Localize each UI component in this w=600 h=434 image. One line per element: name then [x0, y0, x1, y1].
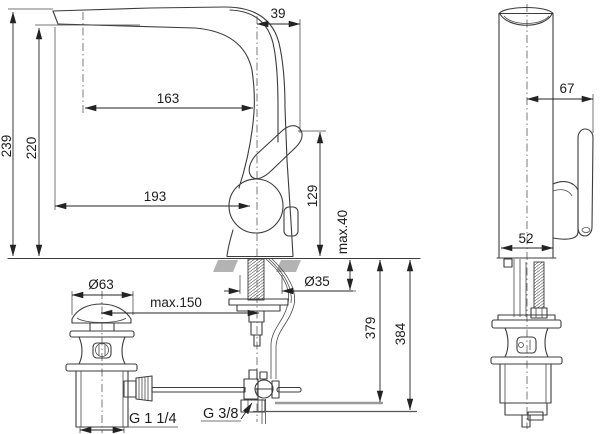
dim-label-o35: Ø35: [304, 274, 330, 289]
dim-label-67: 67: [559, 81, 574, 96]
side-view: [490, 6, 594, 428]
rod-port-knob: [135, 375, 153, 402]
dim-aerator-reach: 163: [84, 91, 254, 112]
supply-hose-2: [271, 258, 296, 379]
dim-mounting-hole: Ø35: [224, 274, 353, 295]
side-waste-upper-flange: [491, 319, 562, 329]
popup-waste-front: [65, 303, 153, 428]
popup-waste-side: [490, 314, 563, 428]
dim-handle-overhang: 39: [256, 6, 301, 28]
waste-body-hole: [95, 343, 109, 357]
side-nut-facets: [535, 308, 543, 318]
dim-total-height: 239: [0, 11, 17, 257]
front-view: [7, 6, 421, 428]
side-shank: [503, 258, 548, 319]
waste-body-slot-bars: [98, 345, 106, 356]
cylinder-edges: [498, 12, 554, 259]
dim-label-379: 379: [363, 317, 378, 340]
waste-lower-flange: [65, 363, 138, 372]
dim-hose-height-outer: 384: [393, 259, 414, 411]
faucet-side-body: [496, 6, 594, 259]
supply-hose-3: [268, 258, 292, 304]
side-waste-window: [516, 336, 537, 354]
side-rod-nut: [530, 307, 548, 319]
dim-label-193: 193: [144, 189, 167, 204]
mounting-nut: [236, 304, 281, 312]
dim-handle-depth: 67: [526, 81, 594, 103]
linkage-fitting-1: [248, 369, 258, 380]
dim-label-g38: G 3/8: [203, 406, 238, 422]
side-end-pipe: [521, 414, 531, 428]
spout-end-arc-outer: [499, 13, 553, 26]
cylinder-top-dome: [498, 6, 554, 15]
handle-lever-side: [577, 128, 594, 237]
side-waste-lower-flange: [490, 356, 563, 365]
supply-connection-nut: [240, 399, 266, 413]
dim-label-o63: Ø63: [88, 277, 114, 292]
dim-label-max150: max.150: [150, 295, 202, 310]
dim-hose-height-inner: 379: [363, 259, 384, 403]
handle-lower-tip: [283, 206, 299, 237]
handle-bulge-inner-line: [552, 189, 573, 197]
spout-inner-bend-line: [229, 9, 279, 143]
dim-max-deck-thickness: max.40: [335, 210, 354, 291]
side-threaded-rod: [533, 261, 545, 309]
spout-tip-face: [52, 10, 59, 25]
side-tailpiece-end-block: [504, 402, 548, 416]
supply-hose-1: [265, 258, 290, 379]
spout-outer-edge: [52, 6, 294, 257]
counter-hatch-right: [276, 260, 301, 272]
tailpiece-inner-walls: [80, 371, 124, 427]
dim-label-max40: max.40: [335, 210, 350, 254]
dim-label-220: 220: [24, 137, 39, 160]
counter-cross-section: [7, 257, 421, 272]
dim-body-depth: 52: [500, 231, 554, 252]
waste-body-window: [92, 342, 112, 359]
body-base-left-edge: [226, 229, 234, 257]
dim-label-39: 39: [270, 6, 285, 21]
lever-pivot-detail: [581, 227, 591, 233]
centerlines: [82, 4, 528, 433]
shank-guide-lower: [253, 334, 261, 347]
waste-cap: [71, 303, 132, 324]
side-base-tab: [503, 258, 513, 268]
dim-label-163: 163: [157, 91, 180, 106]
dim-handle-clearance: 129: [305, 131, 324, 257]
side-hose-lines: [513, 259, 527, 317]
side-tailpiece-inner-walls: [504, 364, 547, 403]
g38-leader-arrow: [240, 402, 253, 420]
popup-horizontal-rod: [151, 386, 246, 393]
dim-spout-tip-reach: 193: [54, 189, 251, 210]
dim-label-g114: G 1 1/4: [129, 411, 177, 427]
dimension-annotations: 239 220 163 193 39 129 max.40 Ø3: [0, 6, 594, 434]
dim-spout-outlet-height: 220: [24, 27, 43, 257]
waste-cap-inner-arc: [76, 317, 127, 323]
side-waste-hole-detail: [518, 342, 524, 348]
dim-waste-cap: Ø63: [71, 277, 134, 299]
shank-and-hoses: [228, 258, 296, 379]
spout-underside-edge: [57, 23, 255, 189]
popup-rod-right-end: [276, 386, 302, 393]
counter-hatch-left: [213, 260, 238, 272]
dim-supply-thread: G 3/8: [201, 402, 253, 422]
shank-guide-mid: [250, 321, 263, 336]
dim-label-129: 129: [305, 185, 320, 208]
threaded-shank: [247, 258, 265, 301]
dim-popup-rod-reach: max.150: [100, 295, 260, 317]
linkage-back-plate: [271, 380, 280, 399]
popup-rod-linkage: [151, 369, 417, 424]
dim-waste-thread: G 1 1/4: [79, 411, 178, 434]
dim-label-239: 239: [0, 135, 14, 158]
dim-label-52: 52: [518, 231, 533, 246]
faucet-front-body: [52, 6, 303, 258]
rod-port: [123, 380, 137, 398]
knob-knurling: [138, 376, 149, 401]
spout-end-arc-inner: [503, 15, 550, 24]
side-waste-tailpiece: [499, 363, 552, 404]
dim-label-384: 384: [393, 322, 408, 345]
side-end-tab: [527, 411, 544, 421]
linkage-fitting-2: [259, 371, 268, 380]
